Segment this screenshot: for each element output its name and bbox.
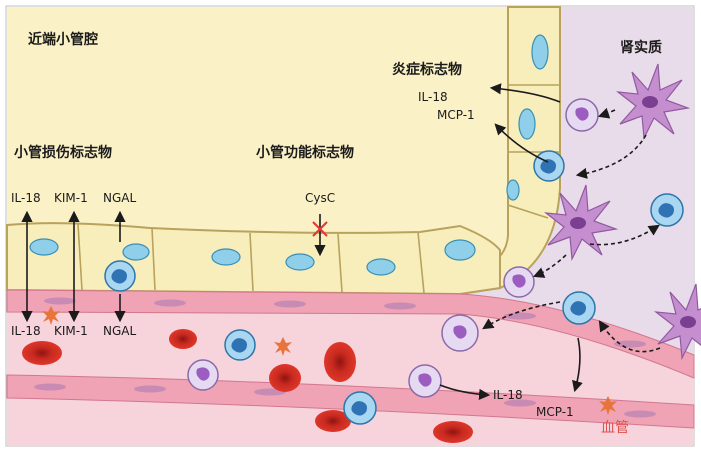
label-blood-vessel: 血管	[601, 420, 629, 436]
endothelial-nuclei-lower	[34, 383, 656, 418]
tubule-lumen-region	[7, 7, 508, 272]
monocytes	[187, 98, 599, 398]
label-kim1-bottom: KIM-1	[54, 324, 88, 338]
label-inflammation-markers: 炎症标志物	[392, 61, 462, 78]
label-parenchyma: 肾实质	[620, 39, 662, 56]
label-injury-markers: 小管损伤标志物	[14, 144, 112, 161]
vessel-wall-upper	[6, 289, 695, 379]
tubule-nuclei-horizontal	[29, 238, 476, 276]
migration-arrows	[482, 107, 661, 353]
label-kim1-top: KIM-1	[54, 191, 88, 205]
label-il18-top: IL-18	[11, 191, 41, 205]
blocked-x-icon	[312, 221, 328, 237]
platelets	[42, 306, 617, 415]
marker-arrows	[21, 83, 583, 400]
label-ngal-top: NGAL	[103, 191, 136, 205]
dendritic-cells	[543, 63, 701, 361]
label-il18-bottom: IL-18	[11, 324, 41, 338]
tubule-nuclei-vertical	[506, 34, 549, 201]
label-il18-vessel: IL-18	[493, 388, 523, 402]
label-il18-inflammation: IL-18	[418, 90, 448, 104]
label-cysc: CysC	[305, 191, 335, 205]
label-mcp1-inflammation: MCP-1	[437, 108, 475, 122]
label-lumen: 近端小管腔	[28, 31, 98, 48]
label-function-markers: 小管功能标志物	[256, 144, 354, 161]
lymphocytes	[104, 150, 684, 425]
label-ngal-bottom: NGAL	[103, 324, 136, 338]
red-blood-cells	[22, 329, 473, 443]
label-mcp1-vessel: MCP-1	[536, 405, 574, 419]
